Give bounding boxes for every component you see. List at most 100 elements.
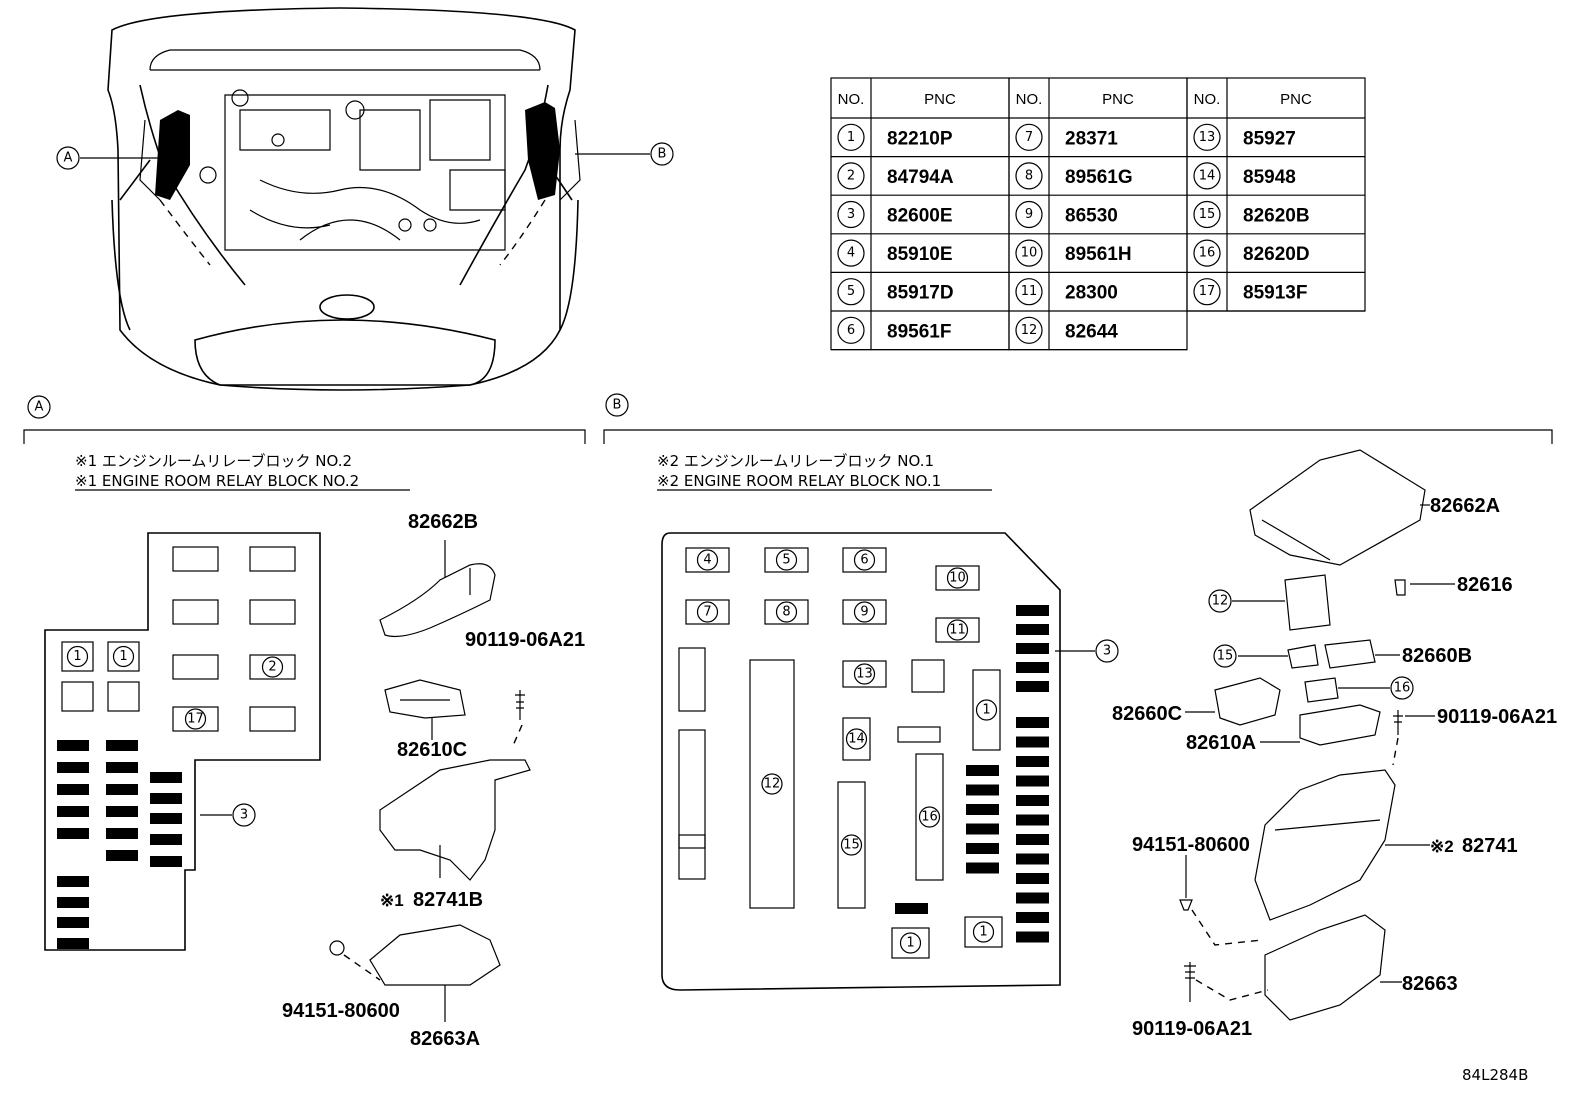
section-b: B ※2 エンジンルームリレーブロック NO.1 ※2 ENGINE ROOM … xyxy=(603,393,1557,1040)
fuse-slot-label: 2 xyxy=(268,660,276,675)
fuse-slot xyxy=(172,546,219,572)
part-90119-06A21-label: 90119-06A21 xyxy=(465,629,585,651)
mini-fuse xyxy=(1016,605,1049,616)
mini-fuse xyxy=(966,804,999,815)
part-82663-cover xyxy=(1264,914,1386,1021)
part-82741-label: 82741 xyxy=(1462,835,1518,857)
fuse-slot-label: 5 xyxy=(782,553,790,568)
pnc-table-no: 5 xyxy=(847,284,855,299)
pnc-table-header-no: NO. xyxy=(1016,91,1043,108)
fuse-slot xyxy=(972,669,1001,751)
part-94151-80600-label: 94151-80600 xyxy=(1132,834,1250,856)
fuse-slot-label: 14 xyxy=(848,732,865,747)
pnc-table-no: 17 xyxy=(1199,284,1216,299)
fuse-slot xyxy=(749,659,795,909)
section-a-marker: A xyxy=(35,400,44,415)
fuse-slot xyxy=(172,706,219,732)
pnc-table-no: 9 xyxy=(1025,207,1033,222)
fuse-slot xyxy=(842,599,887,625)
fuse-slot xyxy=(61,681,94,712)
pnc-table-no-circle xyxy=(1193,162,1221,190)
mini-fuse xyxy=(150,793,182,804)
mini-fuse xyxy=(1016,756,1049,767)
fuse-slot xyxy=(935,565,980,591)
pnc-table-no-circle xyxy=(837,278,865,306)
mini-fuse xyxy=(150,813,182,824)
pnc-table-pnc: 86530 xyxy=(1065,206,1118,227)
fuse-slot-label-circle xyxy=(946,567,969,589)
pnc-table-no-circle xyxy=(837,316,865,344)
mini-fuse xyxy=(1016,736,1049,748)
pnc-table-group xyxy=(1186,77,1366,312)
mini-fuse xyxy=(106,850,138,861)
part-82741B-case xyxy=(379,759,531,881)
pnc-table-no: 14 xyxy=(1199,168,1216,183)
car-engine-bay-view: A B xyxy=(56,7,674,391)
fuse-slot xyxy=(678,834,706,880)
pnc-table-no: 10 xyxy=(1021,246,1038,261)
fuse-slot-label: 10 xyxy=(949,571,966,586)
part-82610C-bracket xyxy=(384,679,466,719)
pnc-table-no: 2 xyxy=(847,168,855,183)
mini-fuse xyxy=(106,762,138,773)
fuse-slot-label-circle xyxy=(696,549,719,571)
mini-fuse xyxy=(57,806,89,817)
fuse-slot-label: 1 xyxy=(979,925,987,940)
section-a-caption-en: ※1 ENGINE ROOM RELAY BLOCK NO.2 xyxy=(75,472,359,490)
part-82662A-label: 82662A xyxy=(1430,495,1500,517)
part-82616-fuse xyxy=(1394,579,1406,596)
part-82660C-label: 82660C xyxy=(1112,703,1182,725)
pnc-table-pnc: 89561F xyxy=(887,321,951,342)
pnc-table-pnc: 89561G xyxy=(1065,167,1133,188)
part-90119-bolt xyxy=(515,690,525,720)
mini-fuse xyxy=(106,828,138,839)
mini-fuse xyxy=(1016,873,1049,884)
fuse-slot-label: 4 xyxy=(703,553,711,568)
mini-fuse xyxy=(57,917,89,928)
mini-fuse xyxy=(966,862,999,874)
pnc-table-no-circle xyxy=(1015,278,1043,306)
fuse-slot xyxy=(678,729,706,849)
fuse-slot-label-circle xyxy=(184,708,207,730)
fuse-slot-label-circle xyxy=(261,656,284,678)
fuse-slot-label: 1 xyxy=(982,703,990,718)
pnc-table-no-circle xyxy=(837,239,865,267)
part-82660B-holder xyxy=(1324,639,1376,669)
fuse-slot-label: 6 xyxy=(860,553,868,568)
pnc-table-header-pnc: PNC xyxy=(924,91,956,108)
pnc-table-header-no: NO. xyxy=(838,91,865,108)
pnc-table-pnc: 85917D xyxy=(887,283,954,304)
part-82662B-cover xyxy=(379,563,496,638)
part-82660C-holder xyxy=(1214,677,1281,726)
mini-fuse xyxy=(1016,931,1049,943)
pnc-table-no-circle xyxy=(1193,278,1221,306)
part-90119-06A21-top-label: 90119-06A21 xyxy=(1437,706,1557,728)
mini-fuse xyxy=(895,903,928,914)
mini-fuse xyxy=(106,740,138,751)
mini-fuse xyxy=(1016,624,1049,635)
pnc-table-header-pnc: PNC xyxy=(1102,91,1134,108)
mini-fuse xyxy=(150,856,182,867)
part-90119-bolt-top xyxy=(1393,710,1403,735)
fuse-slot xyxy=(897,726,941,743)
pnc-table-no-circle xyxy=(837,200,865,229)
mini-fuse xyxy=(150,834,182,845)
callout-b-label: B xyxy=(658,147,667,162)
section-a: A ※1 エンジンルームリレーブロック NO.2 ※1 ENGINE ROOM … xyxy=(23,395,586,1050)
part-82620B-callout: 15 xyxy=(1217,649,1234,664)
mini-fuse xyxy=(1016,643,1049,654)
pnc-table-header-no: NO. xyxy=(1194,91,1221,108)
fuse-slot-label-circle xyxy=(761,773,783,795)
pnc-table-no-circle xyxy=(837,162,865,190)
fuse-slot xyxy=(172,654,219,680)
pnc-table-pnc: 82620B xyxy=(1243,206,1310,227)
pnc-table-no: 12 xyxy=(1021,323,1038,338)
mini-fuse xyxy=(1016,892,1049,904)
part-82741-case xyxy=(1254,769,1396,921)
part-90119-bolt-bottom xyxy=(1184,962,1196,1002)
fuse-slot-label-circle xyxy=(899,932,922,954)
fuse-slot xyxy=(249,546,296,572)
fuse-slot xyxy=(891,927,930,959)
